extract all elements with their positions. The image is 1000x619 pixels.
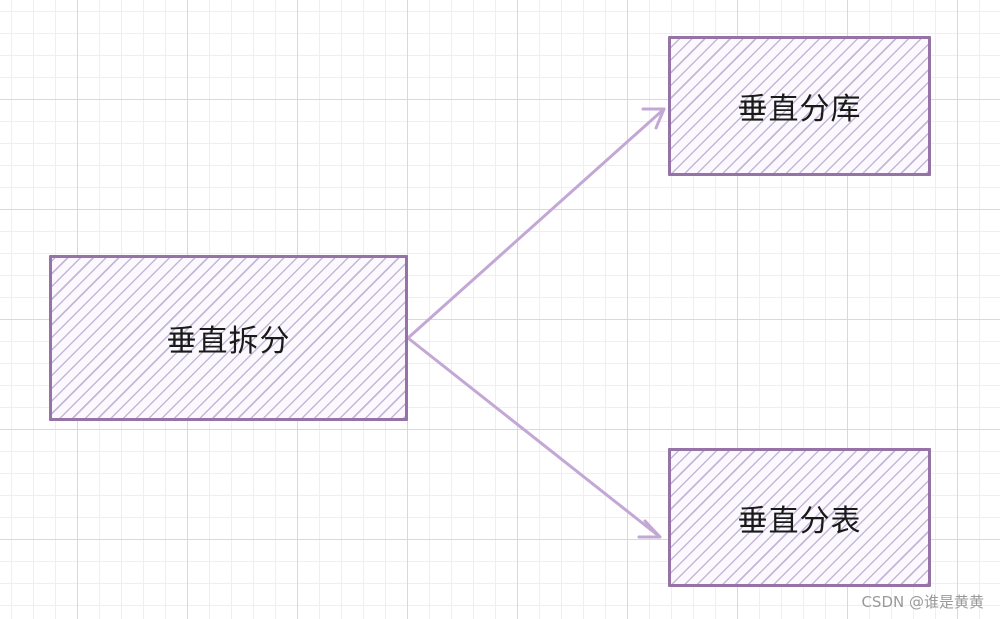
vertical-db-split-node[interactable]: 垂直分库 — [668, 36, 931, 176]
node-label: 垂直分库 — [737, 92, 862, 127]
watermark: CSDN @谁是黄黄 — [861, 593, 984, 611]
arrow-to-vertical-table-split — [406, 336, 662, 539]
arrowhead-upper-icon — [641, 107, 666, 130]
arrow-to-vertical-db-split — [406, 107, 666, 340]
node-label: 垂直拆分 — [166, 324, 291, 359]
arrowhead-lower-icon — [637, 519, 662, 539]
node-label: 垂直分表 — [737, 503, 862, 539]
vertical-split-node[interactable]: 垂直拆分 — [49, 255, 408, 421]
vertical-table-split-node[interactable]: 垂直分表 — [668, 448, 931, 587]
